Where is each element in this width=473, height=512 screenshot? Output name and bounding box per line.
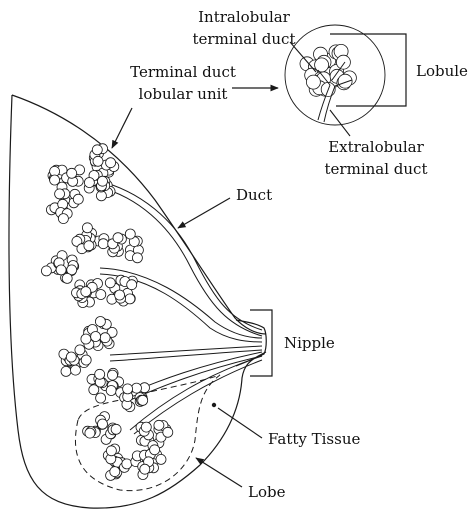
acini-cluster xyxy=(83,169,116,202)
acini-cluster xyxy=(86,367,124,404)
acini-cluster xyxy=(107,228,144,264)
acini-cluster xyxy=(41,250,80,284)
label-nipple: Nipple xyxy=(284,334,335,352)
nipple-bracket xyxy=(250,309,273,377)
acini-cluster xyxy=(135,419,174,452)
acini-cluster xyxy=(47,164,85,193)
acini-cluster xyxy=(115,382,150,413)
label-tdlu-line2: lobular unit xyxy=(139,85,228,103)
acini-cluster xyxy=(58,344,92,377)
acini-cluster xyxy=(71,278,107,308)
label-extralobular-line2: terminal duct xyxy=(325,160,428,178)
lobule-inset xyxy=(284,24,386,126)
label-duct: Duct xyxy=(236,186,272,204)
leader-lines xyxy=(111,41,351,488)
label-extralobular-line1: Extralobular xyxy=(328,138,424,156)
lobe-boundary xyxy=(74,374,221,492)
lobule-bracket xyxy=(330,33,407,107)
label-lobe: Lobe xyxy=(248,483,286,501)
label-tdlu-line1: Terminal duct xyxy=(130,63,236,81)
label-intralobular-line2: terminal duct xyxy=(193,30,296,48)
acini-cluster xyxy=(80,316,118,352)
acini-cluster xyxy=(46,188,84,225)
acini-cluster xyxy=(71,222,110,255)
acini-cluster xyxy=(130,444,167,480)
label-intralobular-line1: Intralobular xyxy=(198,8,291,26)
acini-cluster xyxy=(102,443,133,481)
breast-outline xyxy=(8,94,267,509)
label-lobule: Lobule xyxy=(416,62,468,80)
label-fatty-tissue: Fatty Tissue xyxy=(268,430,360,448)
acini-cluster xyxy=(104,274,138,307)
lobule-clusters xyxy=(41,143,174,481)
acini-cluster xyxy=(82,411,122,445)
